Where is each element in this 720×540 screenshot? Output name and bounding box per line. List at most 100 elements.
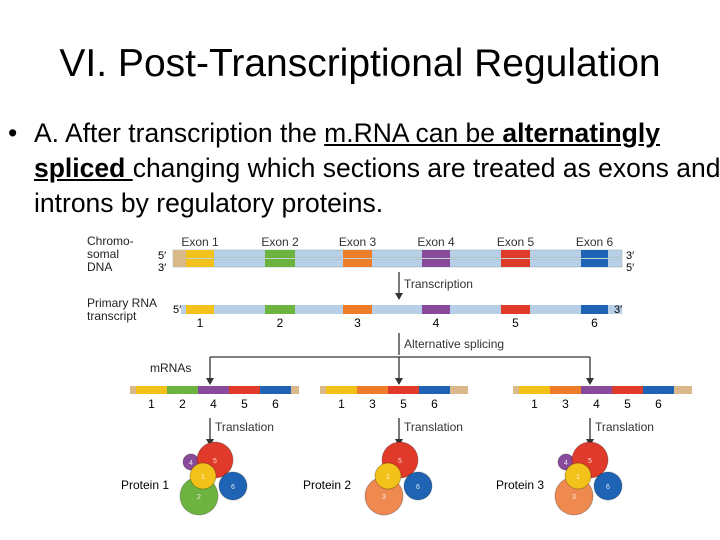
protein-subunit-number: 4 — [189, 460, 193, 467]
mrna-exon-segment — [326, 386, 357, 394]
mrna-exon-number: 3 — [562, 397, 569, 411]
mrna-cap-segment — [130, 386, 136, 394]
dna-exon-segment — [422, 250, 450, 258]
mrna-exon-segment — [260, 386, 291, 394]
primary-rna-exon-segment — [186, 305, 214, 314]
three-prime-label: 3′ — [626, 250, 634, 262]
exon-header-label: Exon 4 — [417, 235, 455, 249]
protein-subunit-number: 2 — [197, 494, 201, 501]
primary-rna-exon-segment — [581, 305, 608, 314]
exon-header-label: Exon 3 — [339, 235, 377, 249]
mrna-exon-number: 5 — [241, 397, 248, 411]
mrna-exon-segment — [198, 386, 229, 394]
protein-subunit-number: 5 — [213, 458, 217, 465]
dna-exon-segment — [265, 250, 295, 258]
arrow-head — [206, 439, 214, 446]
exon-header-label: Exon 6 — [576, 235, 614, 249]
dna-exon-segment — [581, 250, 608, 258]
mrna-exon-segment — [136, 386, 167, 394]
mrna-exon-number: 6 — [655, 397, 662, 411]
dna-exon-segment — [186, 250, 214, 258]
primary-transcript-label: Primary RNA — [87, 296, 157, 310]
mrna-cap-segment — [320, 386, 326, 394]
protein-subunit-blob — [374, 462, 402, 490]
five-prime-label: 5′ — [173, 304, 181, 316]
dna-exon-segment — [581, 259, 608, 267]
dna-label: DNA — [87, 260, 112, 274]
mrna-exon-number: 1 — [338, 397, 345, 411]
mrna-exon-number: 1 — [531, 397, 538, 411]
mrna-exon-segment — [357, 386, 388, 394]
dna-strand — [172, 249, 623, 259]
protein-subunit-number: 6 — [416, 484, 420, 491]
dna-exon-segment — [343, 250, 372, 258]
bullet-text-part: alternatingly spliced — [34, 118, 660, 183]
primary-transcript-label: transcript — [87, 309, 137, 323]
arrow-head — [206, 378, 214, 385]
step-splicing-label: Alternative splicing — [404, 337, 504, 351]
protein-subunit-blob — [564, 462, 592, 490]
five-prime-label: 5′ — [158, 250, 166, 262]
mrna-exon-segment — [581, 386, 612, 394]
dna-strand — [172, 258, 623, 268]
protein-subunit-number: 3 — [382, 494, 386, 501]
mrna-exon-number: 6 — [272, 397, 279, 411]
three-prime-label: 3′ — [158, 262, 166, 274]
protein-subunit-number: 3 — [572, 494, 576, 501]
dna-exon-segment — [265, 259, 295, 267]
mrna-exon-segment — [388, 386, 419, 394]
mrna-exon-segment — [519, 386, 550, 394]
mrna-exon-segment — [419, 386, 450, 394]
exon-number-label: 3 — [354, 316, 361, 330]
mrna-tail-segment — [291, 386, 299, 394]
protein-subunit-number: 1 — [576, 474, 580, 481]
protein-label: Protein 3 — [496, 478, 544, 492]
exon-number-label: 4 — [433, 316, 440, 330]
protein-subunit-number: 1 — [201, 474, 205, 481]
mrna-exon-segment — [167, 386, 198, 394]
step-translation-label: Translation — [595, 420, 654, 434]
dna-exon-segment — [501, 250, 530, 258]
dna-promoter-segment — [173, 250, 186, 267]
arrow-head — [395, 378, 403, 385]
protein-subunit-blob — [218, 471, 248, 501]
protein-subunit-number: 4 — [564, 460, 568, 467]
arrow-head — [395, 293, 403, 300]
arrow-head — [586, 378, 594, 385]
three-prime-label: 3′ — [614, 304, 622, 316]
mrna-exon-number: 5 — [624, 397, 631, 411]
dna-label: somal — [87, 247, 119, 261]
protein-subunit-number: 5 — [588, 458, 592, 465]
mrna-exon-segment — [643, 386, 674, 394]
step-translation-label: Translation — [215, 420, 274, 434]
primary-rna-strand — [181, 305, 622, 314]
mrna-exon-number: 6 — [431, 397, 438, 411]
mrna-tail-segment — [450, 386, 468, 394]
mrna-cap-segment — [513, 386, 519, 394]
bullet-text-part: changing which sections are treated as e… — [34, 153, 720, 218]
protein-subunit-blob — [593, 471, 623, 501]
protein-subunit-number: 5 — [398, 458, 402, 465]
primary-rna-exon-segment — [501, 305, 530, 314]
mrna-exon-number: 3 — [369, 397, 376, 411]
dna-exon-segment — [343, 259, 372, 267]
mrna-exon-segment — [229, 386, 260, 394]
mrnas-label: mRNAs — [150, 361, 191, 375]
protein-label: Protein 1 — [121, 478, 169, 492]
exon-header-label: Exon 5 — [497, 235, 535, 249]
exon-header-label: Exon 1 — [181, 235, 219, 249]
primary-rna-exon-segment — [422, 305, 450, 314]
dna-exon-segment — [186, 259, 214, 267]
protein-subunit-number: 6 — [606, 484, 610, 491]
dna-exon-segment — [422, 259, 450, 267]
dna-label: Chromo- — [87, 234, 134, 248]
slide-title: VI. Post-Transcriptional Regulation — [59, 42, 661, 85]
bullet-text: A. After transcription the m.RNA can be … — [34, 116, 720, 221]
protein-subunit-blob — [403, 471, 433, 501]
exon-number-label: 1 — [197, 316, 204, 330]
dna-exon-segment — [501, 259, 530, 267]
primary-rna-exon-segment — [265, 305, 295, 314]
exon-header-label: Exon 2 — [261, 235, 299, 249]
five-prime-label: 5′ — [626, 262, 634, 274]
